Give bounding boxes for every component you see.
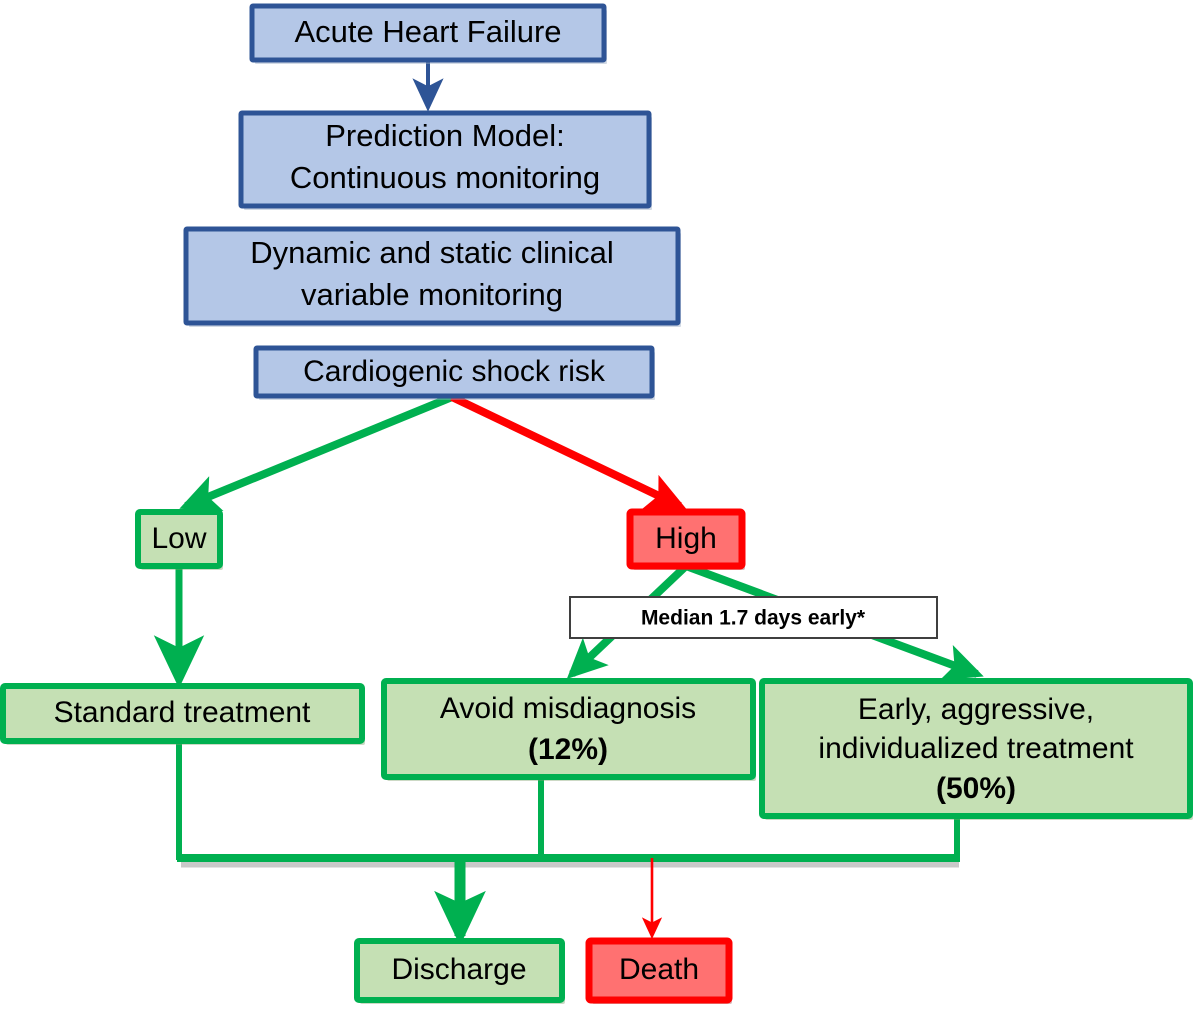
early-aggressive-label-line1: Early, aggressive,: [858, 693, 1094, 726]
avoid-misdiagnosis-label-line1: Avoid misdiagnosis: [440, 692, 696, 725]
risk-low-box[interactable]: Low: [135, 509, 223, 570]
discharge-box[interactable]: Discharge: [354, 938, 565, 1004]
prediction-model-box[interactable]: Prediction Model: Continuous monitoring: [238, 110, 652, 210]
edge-cardiogenic-risk-to-high: [450, 393, 687, 510]
early-aggressive-percentage: (50%): [936, 772, 1016, 805]
avoid-misdiagnosis-box[interactable]: Avoid misdiagnosis (12%): [381, 678, 756, 781]
outcome-convergence-bus: [177, 854, 960, 868]
variable-monitoring-label-line2: variable monitoring: [301, 277, 563, 312]
dynamic-static-variable-monitoring-box[interactable]: Dynamic and static clinical variable mon…: [183, 226, 681, 327]
median-days-early-label: Median 1.7 days early*: [569, 596, 938, 639]
prediction-model-label-line1: Prediction Model:: [325, 118, 565, 153]
variable-monitoring-label-line1: Dynamic and static clinical: [250, 235, 614, 270]
early-aggressive-label-line2: individualized treatment: [818, 732, 1134, 765]
death-box[interactable]: Death: [585, 937, 733, 1004]
avoid-misdiagnosis-percentage: (12%): [528, 733, 608, 766]
standard-treatment-box[interactable]: Standard treatment: [0, 683, 365, 745]
cardiogenic-shock-risk-box[interactable]: Cardiogenic shock risk: [253, 345, 655, 400]
risk-low-label: Low: [151, 522, 206, 555]
risk-high-box[interactable]: High: [626, 508, 746, 570]
death-label: Death: [619, 953, 699, 986]
acute-heart-failure-label: Acute Heart Failure: [294, 14, 561, 49]
risk-high-label: High: [655, 522, 717, 555]
prediction-model-label-line2: Continuous monitoring: [290, 160, 600, 195]
acute-heart-failure-box[interactable]: Acute Heart Failure: [249, 3, 607, 64]
early-aggressive-treatment-box[interactable]: Early, aggressive, individualized treatm…: [759, 678, 1193, 820]
discharge-label: Discharge: [391, 953, 526, 986]
cardiogenic-shock-risk-label: Cardiogenic shock risk: [303, 355, 606, 388]
edge-cardiogenic-risk-to-low: [179, 393, 454, 511]
median-days-early-text: Median 1.7 days early*: [641, 607, 866, 630]
standard-treatment-label: Standard treatment: [54, 696, 311, 729]
